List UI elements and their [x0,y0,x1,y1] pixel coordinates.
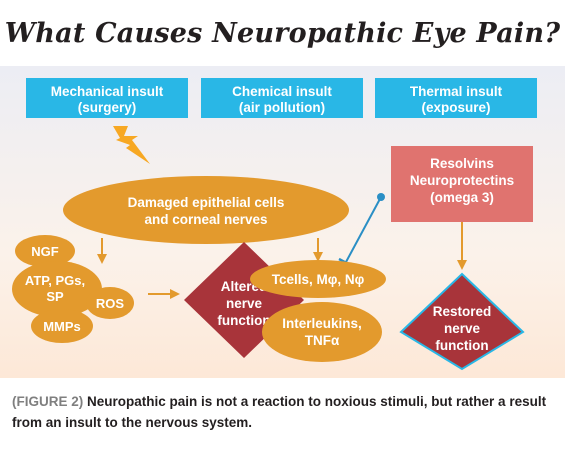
thermal-insult-line2: (exposure) [421,100,490,115]
ros-label: ROS [96,296,125,311]
figure-title: What Causes Neuropathic Eye Pain? [4,18,561,49]
damaged-cells-node: Damaged epithelial cells and corneal ner… [63,176,349,244]
title-area: What Causes Neuropathic Eye Pain? [0,0,565,66]
diagram-canvas: Mechanical insult (surgery) Chemical ins… [12,78,537,371]
ngf-label: NGF [31,244,59,259]
ros-ellipse [86,287,134,319]
mmps-ellipse [31,309,93,343]
chemical-insult-line1: Chemical insult [232,84,332,99]
chemical-insult-box: Chemical insult (air pollution) [201,78,363,118]
interleukins-ellipse [262,302,382,362]
resolvins-box: Resolvins Neuroprotectins (omega 3) [391,146,533,222]
atp-label-line2: SP [46,289,64,304]
mechanical-insult-line1: Mechanical insult [51,84,164,99]
altered-line2: nerve [226,296,263,311]
atp-ellipse [12,261,102,317]
restored-function-diamond [399,272,525,371]
mechanical-insult-box: Mechanical insult (surgery) [26,78,188,118]
interleukins-line2: TNFα [305,333,340,348]
resolvins-rect [391,146,533,222]
chemical-insult-rect [201,78,363,118]
restored-function-node: Restored nerve function [399,272,525,371]
restored-line3: function [435,338,488,353]
ngf-ellipse [15,235,75,267]
resolvins-line2: Neuroprotectins [410,173,514,188]
thermal-insult-box: Thermal insult (exposure) [375,78,537,118]
figure-number: (FIGURE 2) [12,394,84,409]
lightning-icon [113,126,150,164]
restored-line1: Restored [433,304,492,319]
restored-line2: nerve [444,321,481,336]
mechanical-insult-line2: (surgery) [78,100,137,115]
damaged-cells-line1: Damaged epithelial cells [128,195,285,210]
thermal-insult-line1: Thermal insult [410,84,503,99]
mmps-label: MMPs [43,319,81,334]
inhibition-line [345,196,382,263]
interleukins-line1: Interleukins, [282,316,362,331]
resolvins-line3: (omega 3) [430,190,494,205]
atp-label-line1: ATP, PGs, [25,273,85,288]
thermal-insult-rect [375,78,537,118]
inhibition-dot [377,193,385,201]
chemical-insult-line2: (air pollution) [239,100,325,115]
caption-text: Neuropathic pain is not a reaction to no… [12,394,547,430]
resolvins-line1: Resolvins [430,156,494,171]
damaged-cells-ellipse [63,176,349,244]
mechanical-insult-rect [26,78,188,118]
connectors [97,193,467,299]
tcells-label: Tcells, Mφ, Nφ [272,272,365,287]
damaged-cells-line2: and corneal nerves [144,212,267,227]
altered-line3: function [217,313,270,328]
figure-caption: (FIGURE 2) Neuropathic pain is not a rea… [12,391,557,433]
tcells-ellipse [250,260,386,298]
immune-cells-cluster: Tcells, Mφ, Nφ Interleukins, TNFα [250,260,386,362]
mediators-cluster: NGF ATP, PGs, SP MMPs ROS [12,235,134,343]
